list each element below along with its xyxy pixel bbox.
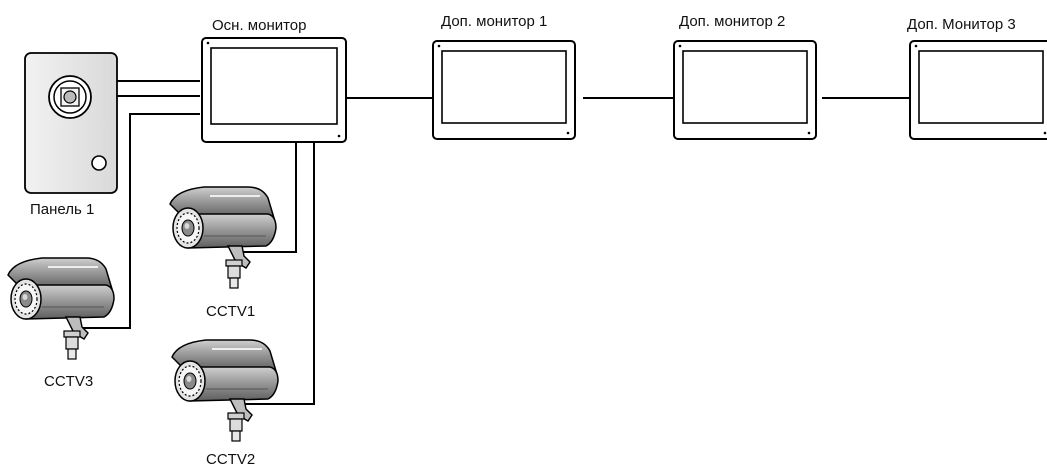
wiring <box>78 80 910 405</box>
call-panel <box>24 52 118 194</box>
extension-monitor-1-label: Доп. монитор 1 <box>441 13 548 30</box>
wire-main-cctv2 <box>242 142 315 405</box>
wire-main-cctv1 <box>240 142 297 253</box>
extension-monitor-2 <box>673 40 817 140</box>
wire-cctv3-main <box>78 113 200 329</box>
cctv2-label: CCTV2 <box>206 451 256 468</box>
main-monitor-label: Осн. монитор <box>212 17 307 34</box>
cctv3-label: CCTV3 <box>44 373 94 390</box>
extension-monitor-3 <box>909 40 1047 140</box>
extension-monitor-3-label: Доп. Монитор 3 <box>907 16 1016 33</box>
cctv1-label: CCTV1 <box>206 303 256 320</box>
cctv3-camera <box>7 257 115 360</box>
main-monitor <box>201 37 347 143</box>
panel-label: Панель 1 <box>30 201 95 218</box>
cctv2-camera <box>171 339 279 442</box>
extension-monitor-2-label: Доп. монитор 2 <box>679 13 786 30</box>
cctv1-camera <box>169 186 277 289</box>
extension-monitor-1 <box>432 40 576 140</box>
